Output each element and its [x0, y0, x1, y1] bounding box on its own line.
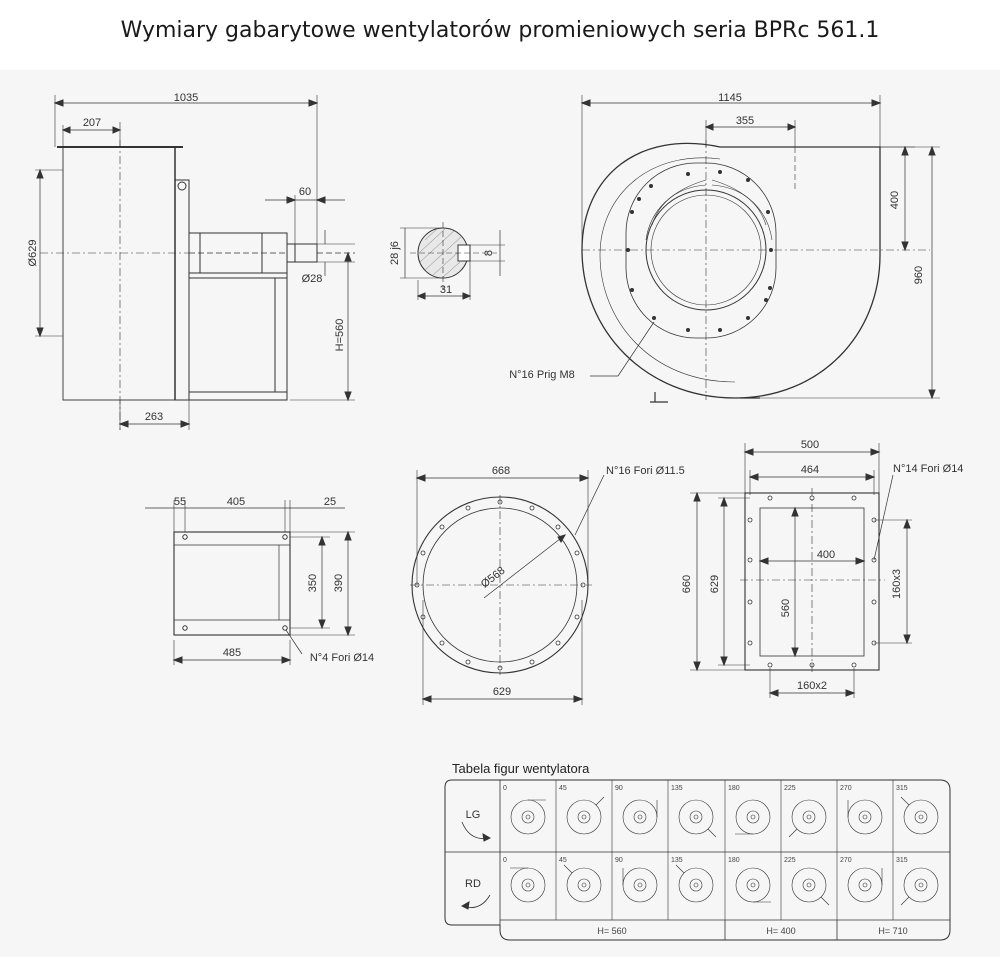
dim-outlet-offset: 355 — [736, 115, 754, 127]
inlet-ring — [625, 162, 777, 339]
dim-base-outer-height: 390 — [333, 574, 345, 592]
side-view — [35, 95, 355, 430]
dim-outlet-hole-pitch-side: 160x3 — [891, 569, 903, 599]
dim-outlet-hole-pitch-bottom: 160x2 — [797, 680, 827, 692]
dim-inlet-depth: 207 — [83, 117, 101, 129]
lg-angle-315: 315 — [896, 785, 908, 792]
front-holes-note: N°16 Prig M8 — [509, 369, 575, 381]
rd-angle-90: 90 — [615, 857, 623, 864]
dim-base-inner-height: 350 — [307, 574, 319, 592]
dim-inlet-diameter: Ø629 — [27, 240, 39, 267]
lifting-eye — [177, 181, 187, 191]
dim-base-left-margin: 55 — [174, 496, 186, 508]
lg-angle-135: 135 — [671, 785, 683, 792]
outlet-holes-note: N°14 Fori Ø14 — [893, 463, 963, 475]
lg-angle-0: 0 — [503, 785, 507, 792]
inlet-flange — [410, 470, 605, 705]
page-title: Wymiary gabarytowe wentylatorów promieni… — [120, 18, 880, 43]
rd-angle-270: 270 — [840, 857, 852, 864]
figures-table: Tabela figur wentylatora — [444, 761, 951, 941]
shaft-section — [400, 222, 505, 300]
dim-outlet-height: 400 — [889, 191, 901, 209]
dim-base-offset: 263 — [145, 411, 163, 423]
dim-base-hole-spacing: 405 — [227, 496, 245, 508]
base-plate — [145, 500, 355, 665]
dim-flange-inner-size: 629 — [493, 686, 511, 698]
motor-mount-plate — [174, 179, 190, 401]
dim-shaft-extension: 60 — [299, 186, 311, 198]
rd-angle-180: 180 — [728, 857, 740, 864]
rd-angle-135: 135 — [671, 857, 683, 864]
rd-angle-0: 0 — [503, 857, 507, 864]
dim-shaft-height: H=560 — [334, 319, 346, 352]
lg-angle-90: 90 — [615, 785, 623, 792]
dim-base-right-margin: 25 — [324, 496, 336, 508]
row-label-lg: LG — [466, 809, 481, 821]
dim-outlet-hole-spacing-height: 629 — [709, 575, 721, 593]
rd-fan-icons — [510, 864, 939, 906]
rd-angle-45: 45 — [559, 857, 567, 864]
dim-outlet-opening-width: 400 — [817, 549, 835, 561]
dim-overall-length: 1035 — [174, 92, 198, 104]
dim-key-depth: 31 — [440, 284, 452, 296]
inlet-cone — [62, 146, 176, 401]
rd-angle-225: 225 — [784, 857, 796, 864]
dim-flange-bolt-circle: Ø568 — [479, 565, 508, 591]
inlet-holes-note: N°16 Fori Ø11.5 — [606, 465, 685, 477]
dim-shaft-tolerance: 28 j6 — [389, 241, 401, 265]
height-group-710: H= 710 — [878, 926, 907, 936]
height-group-560: H= 560 — [597, 926, 626, 936]
dim-flange-outer-size: 668 — [492, 465, 510, 477]
height-group-400: H= 400 — [766, 926, 795, 936]
lg-angle-225: 225 — [784, 785, 796, 792]
dim-outlet-hole-spacing-width: 464 — [801, 464, 819, 476]
dim-outlet-outer-width: 500 — [801, 439, 819, 451]
dim-overall-height: 960 — [913, 266, 925, 284]
lg-angle-180: 180 — [728, 785, 740, 792]
dim-outlet-opening-height: 560 — [780, 599, 792, 617]
front-view — [580, 95, 940, 403]
dim-overall-width: 1145 — [718, 92, 742, 104]
dim-shaft-diameter: Ø28 — [302, 273, 323, 285]
base-frame — [188, 272, 288, 401]
row-label-rd: RD — [465, 878, 481, 890]
shaft — [286, 243, 318, 263]
lg-angle-45: 45 — [559, 785, 567, 792]
dim-outlet-outer-height: 660 — [681, 575, 693, 593]
base-holes-note: N°4 Fori Ø14 — [310, 652, 374, 664]
figures-table-title: Tabela figur wentylatora — [452, 761, 590, 776]
lg-angle-270: 270 — [840, 785, 852, 792]
outlet-flange — [690, 443, 912, 698]
lg-fan-icons — [510, 796, 939, 838]
dim-key-width: 8 — [483, 250, 495, 256]
dim-base-overall-length: 485 — [223, 647, 241, 659]
rd-angle-315: 315 — [896, 857, 908, 864]
